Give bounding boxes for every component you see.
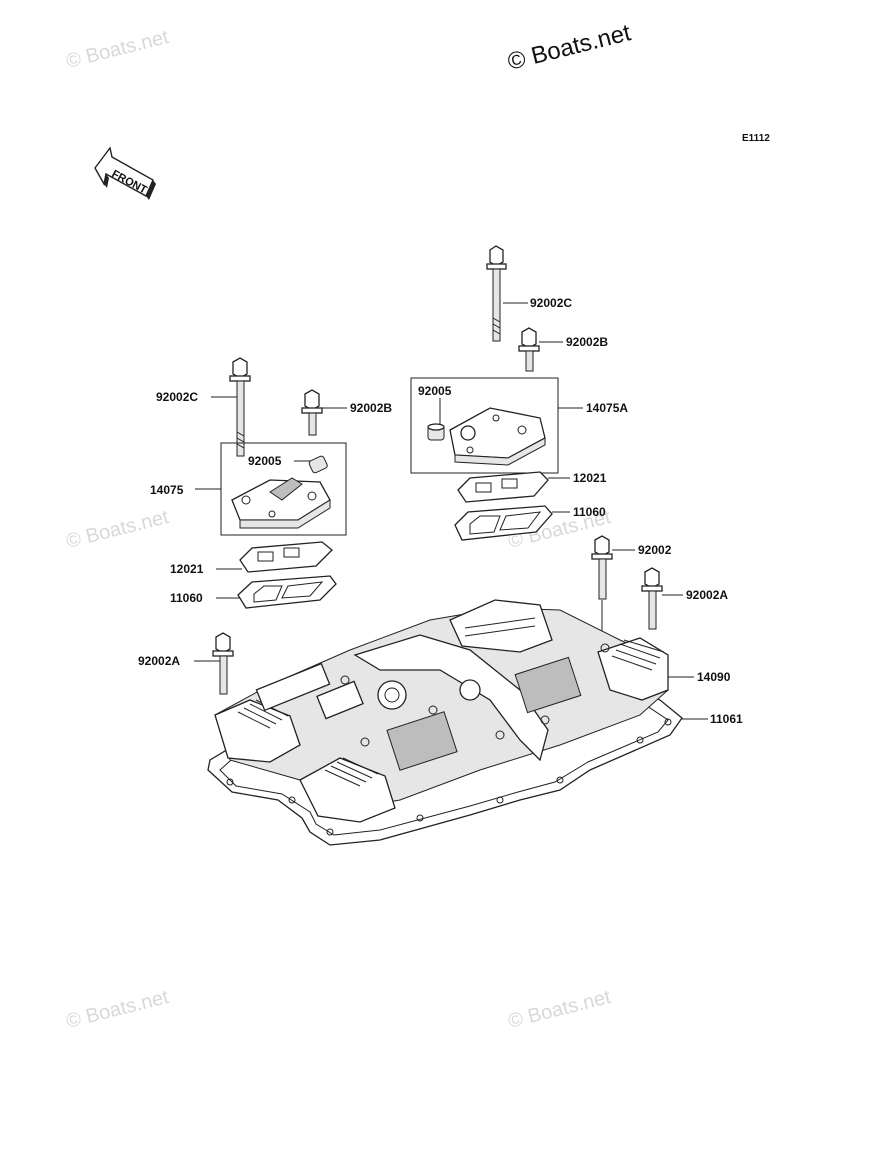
cover-14075a-box (410, 377, 559, 474)
bolt-92002a-right (641, 567, 663, 630)
cover-14075 (231, 477, 331, 529)
label-92002a-left: 92002A (138, 654, 180, 668)
label-92002-center: 92002 (638, 543, 672, 557)
bolt-92002b-right (518, 327, 540, 372)
bolt-92002-center (591, 535, 613, 600)
watermark-bottom-left: © Boats.net (64, 986, 171, 1033)
label-92005-right: 92005 (418, 384, 452, 398)
cover-14075a (449, 407, 546, 466)
watermark-mid-left: © Boats.net (64, 506, 171, 553)
label-12021-left: 12021 (170, 562, 204, 576)
watermark-bottom-right: © Boats.net (506, 986, 613, 1033)
watermark-top-right: © Boats.net (505, 19, 634, 76)
label-11060-left: 11060 (170, 591, 203, 605)
label-92002a-right: 92002A (686, 588, 728, 602)
front-arrow-icon: FRONT (94, 146, 156, 200)
watermark-top-left: © Boats.net (64, 26, 171, 73)
bolt-92002c-left (229, 357, 251, 457)
label-14075: 14075 (150, 483, 184, 497)
gasket-11060-right (454, 505, 553, 541)
cooling-fins-center (324, 757, 379, 787)
label-14090: 14090 (697, 670, 731, 684)
bolt-92002c-right (486, 245, 507, 342)
label-11061: 11061 (710, 712, 743, 726)
gasket-11060-left (237, 575, 337, 609)
bolt-92002b-left (301, 389, 323, 436)
gasket-12021-left (239, 541, 333, 573)
label-92002c-right: 92002C (530, 296, 572, 310)
gasket-12021-right (457, 471, 549, 503)
diagram-code: E1112 (742, 133, 770, 144)
plug-92005-left (308, 455, 328, 474)
plug-92005-right (427, 423, 445, 441)
head-cover-14090 (214, 599, 669, 823)
bolt-92002a-left (212, 632, 234, 695)
label-92005-left: 92005 (248, 454, 282, 468)
label-14075a: 14075A (586, 401, 628, 415)
label-92002c-left: 92002C (156, 390, 198, 404)
label-92002b-right: 92002B (566, 335, 608, 349)
label-11060-right: 11060 (573, 505, 606, 519)
label-92002b-left: 92002B (350, 401, 392, 415)
cooling-fins-right (611, 639, 665, 671)
label-12021-right: 12021 (573, 471, 607, 485)
